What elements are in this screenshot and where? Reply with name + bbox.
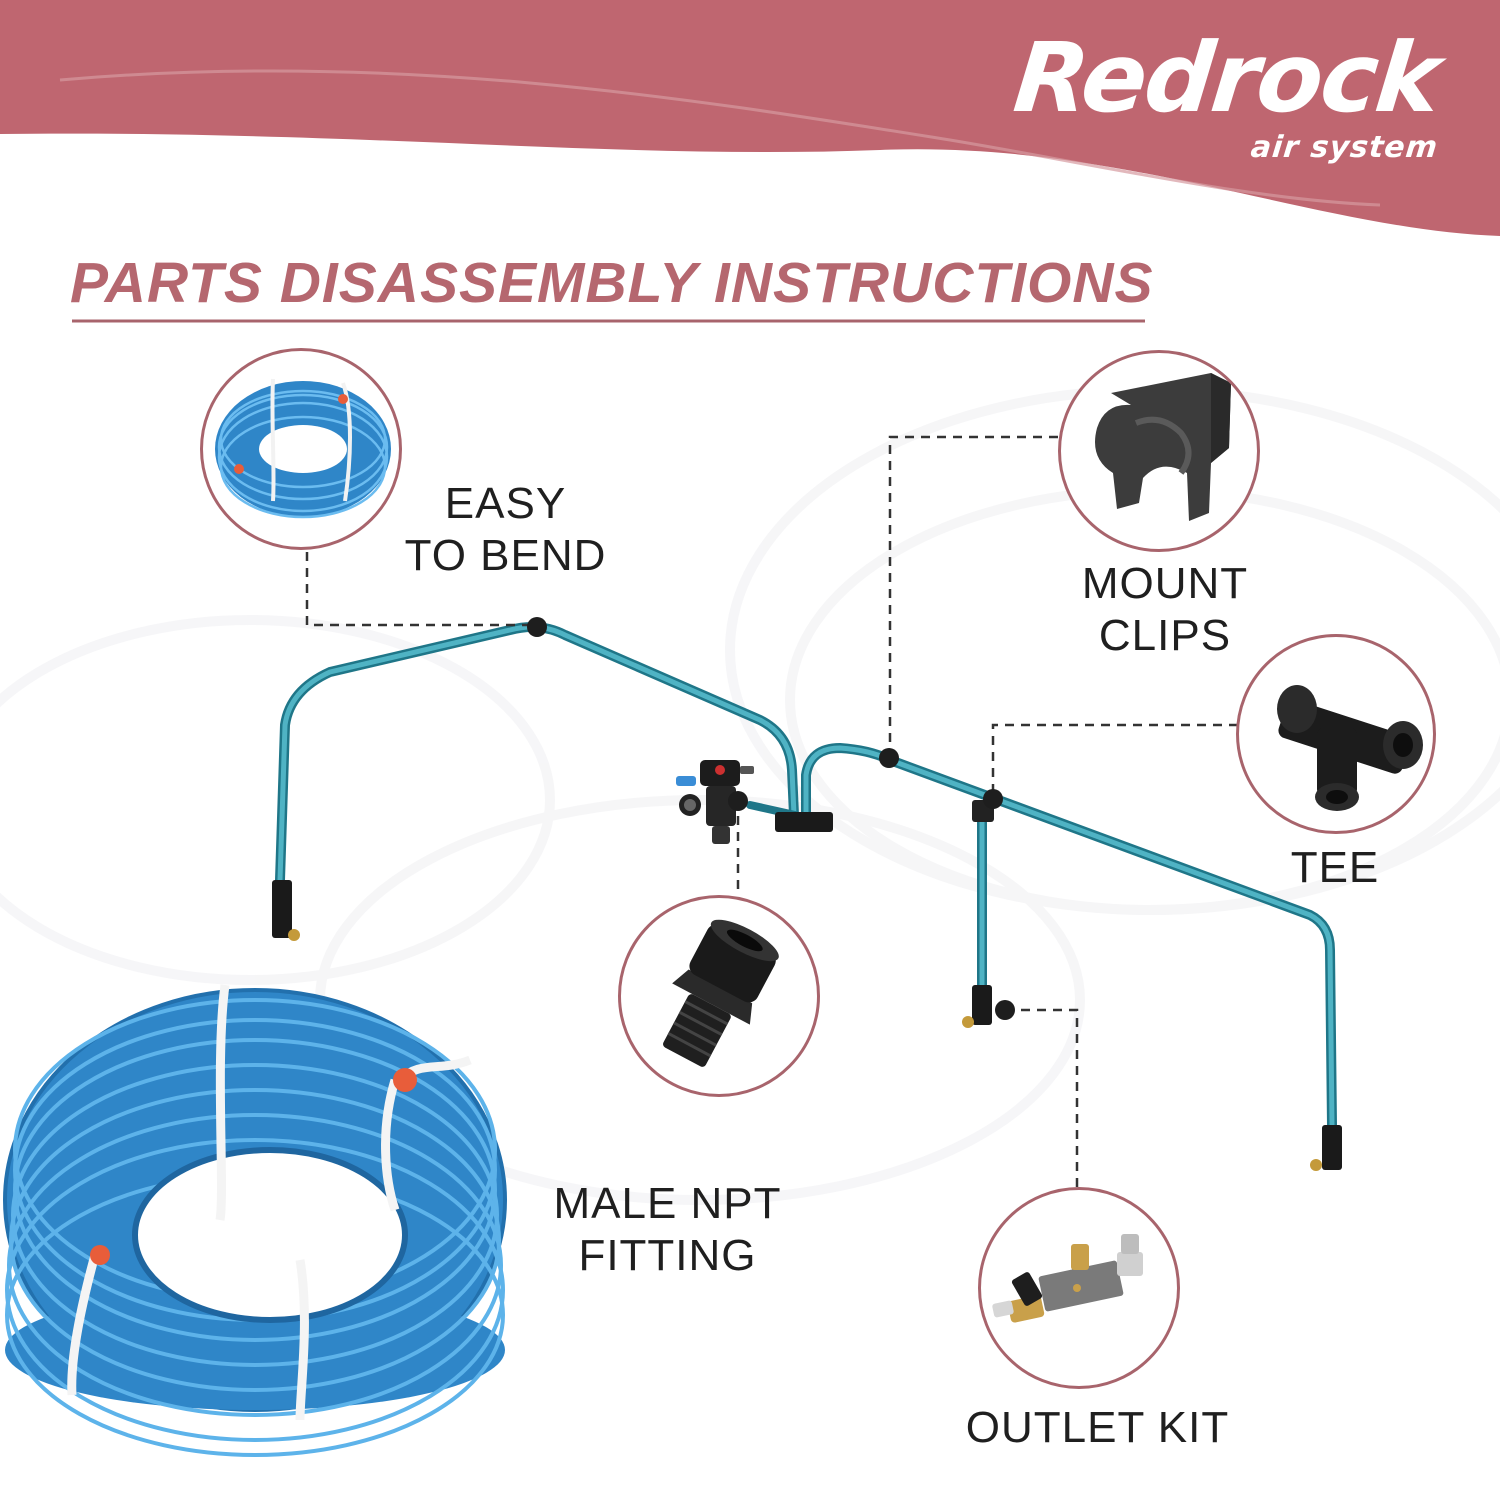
label-easy-to-bend-line2: TO BEND bbox=[404, 531, 607, 580]
label-easy-to-bend: EASY TO BEND bbox=[398, 478, 613, 582]
manifold-block bbox=[775, 812, 833, 832]
label-tee-text: TEE bbox=[1290, 843, 1380, 892]
leader-outlet-kit bbox=[1005, 1008, 1079, 1187]
label-male-npt-line2: FITTING bbox=[578, 1231, 757, 1280]
hose-coil-icon bbox=[215, 378, 391, 519]
leader-easy-to-bend bbox=[305, 552, 535, 627]
label-outlet-kit: OUTLET KIT bbox=[950, 1402, 1245, 1454]
callout-hose-coil bbox=[200, 348, 402, 550]
mount-clip-icon bbox=[1095, 373, 1231, 521]
label-outlet-kit-text: OUTLET KIT bbox=[965, 1403, 1230, 1452]
filter-regulator bbox=[676, 760, 754, 844]
callout-mount-clip bbox=[1058, 350, 1260, 552]
leader-lines bbox=[305, 435, 1238, 1187]
label-mount-clips: MOUNT CLIPS bbox=[1070, 558, 1260, 662]
label-tee: TEE bbox=[1280, 842, 1390, 894]
outlet-fitting-middle bbox=[972, 985, 992, 1025]
outlet-fitting-left bbox=[272, 880, 292, 938]
label-mount-clips-line1: MOUNT bbox=[1081, 559, 1249, 608]
leader-tee bbox=[991, 723, 1238, 798]
outlet-fitting-right bbox=[1322, 1125, 1342, 1170]
header-highlight bbox=[59, 69, 1381, 207]
label-mount-clips-line2: CLIPS bbox=[1098, 611, 1232, 660]
leader-dots bbox=[527, 617, 1015, 1020]
outlet-kit-icon bbox=[992, 1234, 1143, 1323]
brand-tagline: air system bbox=[1249, 130, 1440, 165]
leader-mount-clips bbox=[888, 435, 1058, 757]
callout-outlet-kit bbox=[978, 1187, 1180, 1389]
brand-logo: Redrock air system bbox=[1009, 22, 1444, 165]
tee-fitting-icon bbox=[1277, 685, 1423, 811]
label-male-npt: MALE NPT FITTING bbox=[540, 1178, 795, 1282]
outlet-fittings bbox=[272, 800, 1342, 1171]
label-male-npt-line1: MALE NPT bbox=[553, 1179, 782, 1228]
brand-name: Redrock bbox=[1009, 22, 1444, 134]
callout-male-npt bbox=[618, 895, 820, 1097]
coiled-hose-large bbox=[3, 984, 507, 1457]
page-title: PARTS DISASSEMBLY INSTRUCTIONS bbox=[70, 251, 1154, 315]
coil-center-hole bbox=[135, 1150, 405, 1320]
callout-tee bbox=[1236, 634, 1436, 834]
header-band bbox=[0, 0, 1500, 236]
npt-fitting-icon bbox=[663, 919, 779, 1067]
label-easy-to-bend-line1: EASY bbox=[444, 479, 567, 528]
